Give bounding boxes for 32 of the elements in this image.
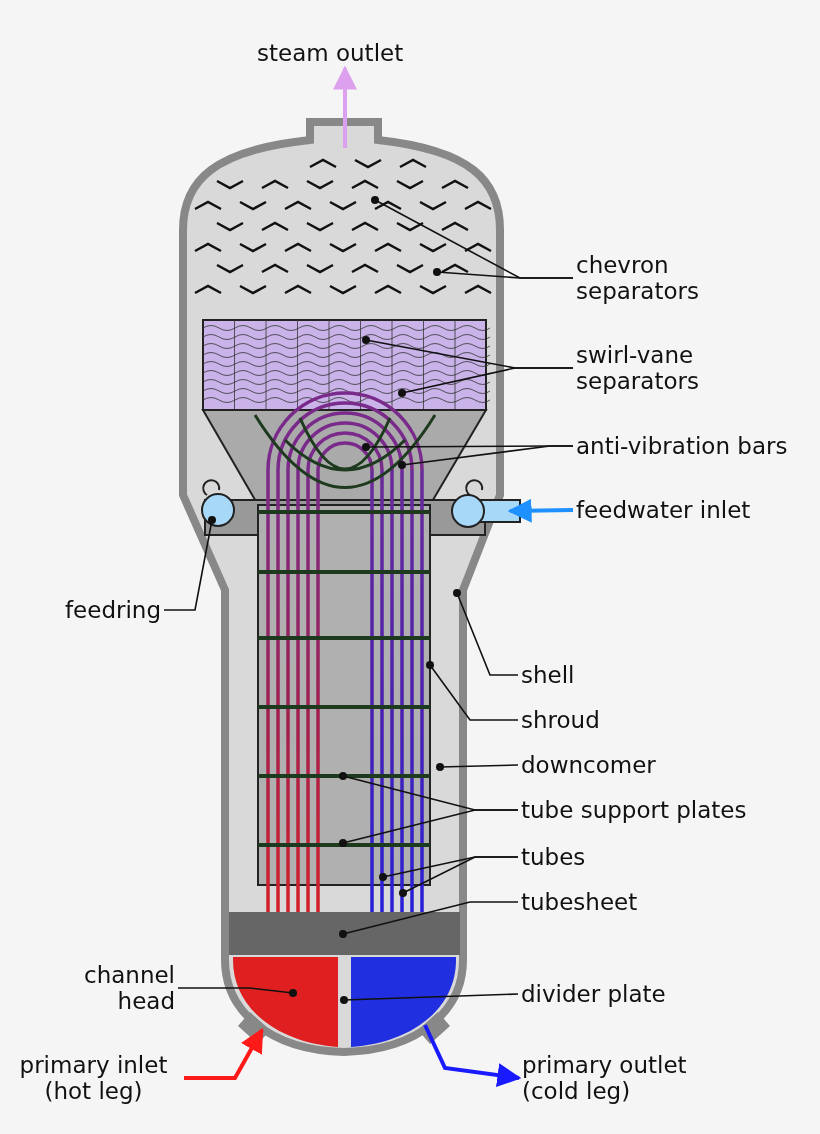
part-label: steam outlet [257, 40, 404, 66]
leader-line [339, 809, 519, 847]
leader-line [339, 901, 519, 938]
part-label: shell [521, 662, 575, 688]
part-label: anti-vibration bars [576, 433, 788, 459]
part-label: feedwater inlet [576, 497, 751, 523]
leader-line [177, 987, 297, 997]
part-label: feedring [65, 597, 162, 623]
leader-line [398, 445, 574, 469]
part-label: tube support plates [521, 797, 747, 823]
leader-line [340, 993, 519, 1004]
part-label: swirl-vane separators [576, 342, 736, 394]
part-label: primary inlet (hot leg) [6, 1052, 181, 1104]
leader-line [436, 763, 519, 771]
flow-arrow [184, 1027, 264, 1080]
part-label: channel head [60, 962, 175, 1014]
flow-arrow [333, 65, 357, 148]
part-label: primary outlet (cold leg) [522, 1052, 712, 1104]
leader-line [433, 268, 574, 279]
part-label: chevron separators [576, 252, 736, 304]
part-label: divider plate [521, 981, 666, 1007]
part-label: shroud [521, 707, 600, 733]
leader-line [398, 367, 574, 397]
part-label: tubes [521, 844, 586, 870]
flow-arrow [507, 498, 574, 523]
leader-line [163, 516, 216, 611]
leader-line [453, 589, 519, 676]
part-label: tubesheet [521, 889, 638, 915]
part-label: downcomer [521, 752, 656, 778]
leader-line [399, 856, 519, 897]
flow-arrow [423, 1024, 522, 1087]
leader-line [426, 661, 519, 721]
